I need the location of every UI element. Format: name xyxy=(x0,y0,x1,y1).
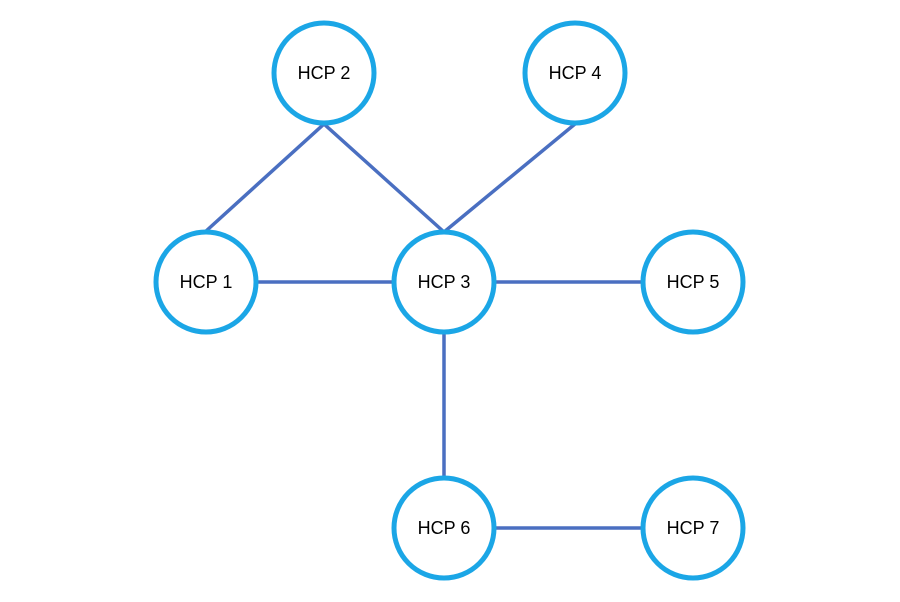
node-label: HCP 6 xyxy=(418,518,471,538)
node-hcp2: HCP 2 xyxy=(271,20,377,126)
edges-layer xyxy=(203,122,644,530)
node-hcp6: HCP 6 xyxy=(391,475,497,581)
node-label: HCP 1 xyxy=(180,272,233,292)
edge-hcp1-hcp2 xyxy=(203,122,326,234)
node-hcp7: HCP 7 xyxy=(640,475,746,581)
node-circle xyxy=(271,20,377,126)
node-hcp1: HCP 1 xyxy=(153,229,259,335)
node-circle xyxy=(391,229,497,335)
node-hcp3: HCP 3 xyxy=(391,229,497,335)
edge-hcp2-hcp3 xyxy=(322,122,446,234)
node-circle xyxy=(153,229,259,335)
node-label: HCP 7 xyxy=(667,518,720,538)
node-circle xyxy=(640,475,746,581)
node-label: HCP 3 xyxy=(418,272,471,292)
node-hcp5: HCP 5 xyxy=(640,229,746,335)
node-label: HCP 2 xyxy=(298,63,351,83)
node-label: HCP 4 xyxy=(549,63,602,83)
nodes-layer: HCP 1 HCP 2 HCP 3 HCP 4 HCP 5 HCP 6 HCP … xyxy=(153,20,746,581)
node-circle xyxy=(522,20,628,126)
node-hcp4: HCP 4 xyxy=(522,20,628,126)
edge-hcp4-hcp3 xyxy=(442,122,577,234)
node-circle xyxy=(391,475,497,581)
node-label: HCP 5 xyxy=(667,272,720,292)
node-circle xyxy=(640,229,746,335)
